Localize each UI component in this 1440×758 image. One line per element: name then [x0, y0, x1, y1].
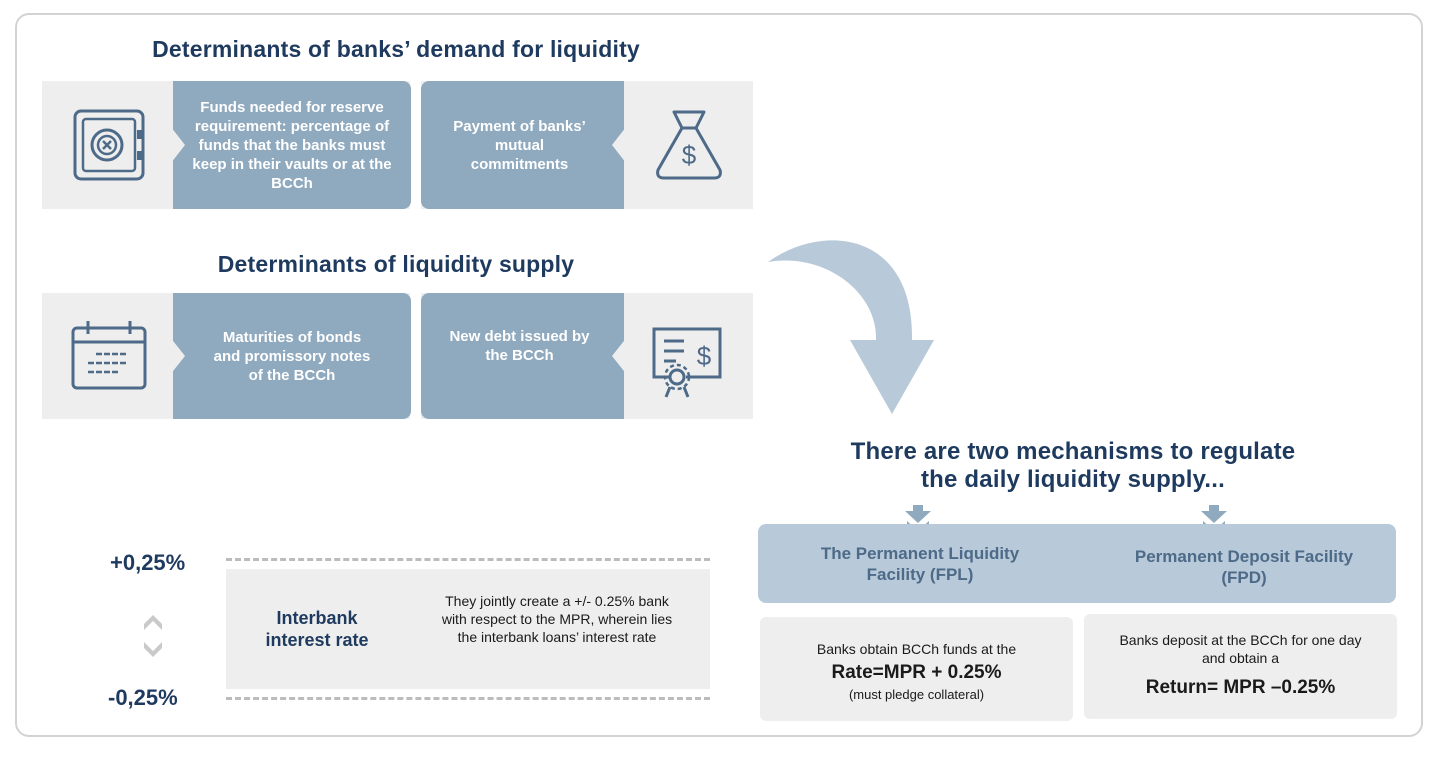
maturities-box: Maturities of bonds and promissory notes… — [173, 293, 411, 419]
calendar-icon — [70, 318, 148, 392]
upper-bound-label: +0,25% — [110, 550, 186, 575]
mechanisms-bar — [758, 524, 1396, 603]
lower-dashed-line — [226, 697, 710, 700]
demand-title: Determinants of banks’ demand for liquid… — [152, 36, 640, 62]
fpd-rate: Return= MPR –0.25% — [1145, 677, 1336, 698]
vault-icon — [72, 108, 146, 182]
money-bag-icon: $ — [652, 108, 726, 182]
mechanisms-title-line2: the daily liquidity supply... — [920, 466, 1226, 493]
fpl-rate: Rate=MPR + 0.25% — [831, 662, 1002, 683]
mechanisms-title: There are two mechanisms to regulate the… — [760, 438, 1386, 494]
fpl-line1: Banks obtain BCCh funds at the — [816, 641, 1017, 657]
mechanisms-title-line1: There are two mechanisms to regulate — [850, 438, 1296, 465]
corridor-panel — [226, 569, 710, 689]
fpd-line1: Banks deposit at the BCCh for one day an… — [1119, 632, 1362, 666]
corridor-description: They jointly create a +/- 0.25% bank wit… — [441, 593, 673, 645]
interbank-rate-label: Interbank interest rate — [265, 608, 369, 650]
supply-title: Determinants of liquidity supply — [217, 251, 575, 277]
svg-text:$: $ — [682, 140, 697, 170]
down-chevron-icon — [142, 638, 164, 660]
curved-arrow-icon — [764, 222, 934, 417]
certificate-icon: $ — [650, 325, 724, 399]
fpd-name: Permanent Deposit Facility (FPD) — [1134, 547, 1354, 587]
fpl-detail-box: Banks obtain BCCh funds at the Rate=MPR … — [760, 617, 1073, 721]
fpl-note: (must pledge collateral) — [848, 687, 985, 702]
upper-dashed-line — [226, 558, 710, 561]
new-debt-box: New debt issued by the BCCh — [421, 293, 624, 419]
svg-text:$: $ — [697, 341, 712, 371]
payment-commitments-box: Payment of banks’ mutual commitments — [421, 81, 624, 209]
lower-bound-label: -0,25% — [108, 685, 178, 710]
fpd-detail-box: Banks deposit at the BCCh for one day an… — [1084, 614, 1397, 719]
reserve-requirement-box: Funds needed for reserve requirement: pe… — [173, 81, 411, 209]
up-chevron-icon — [142, 612, 164, 634]
fpl-name: The Permanent Liquidity Facility (FPL) — [820, 544, 1020, 584]
